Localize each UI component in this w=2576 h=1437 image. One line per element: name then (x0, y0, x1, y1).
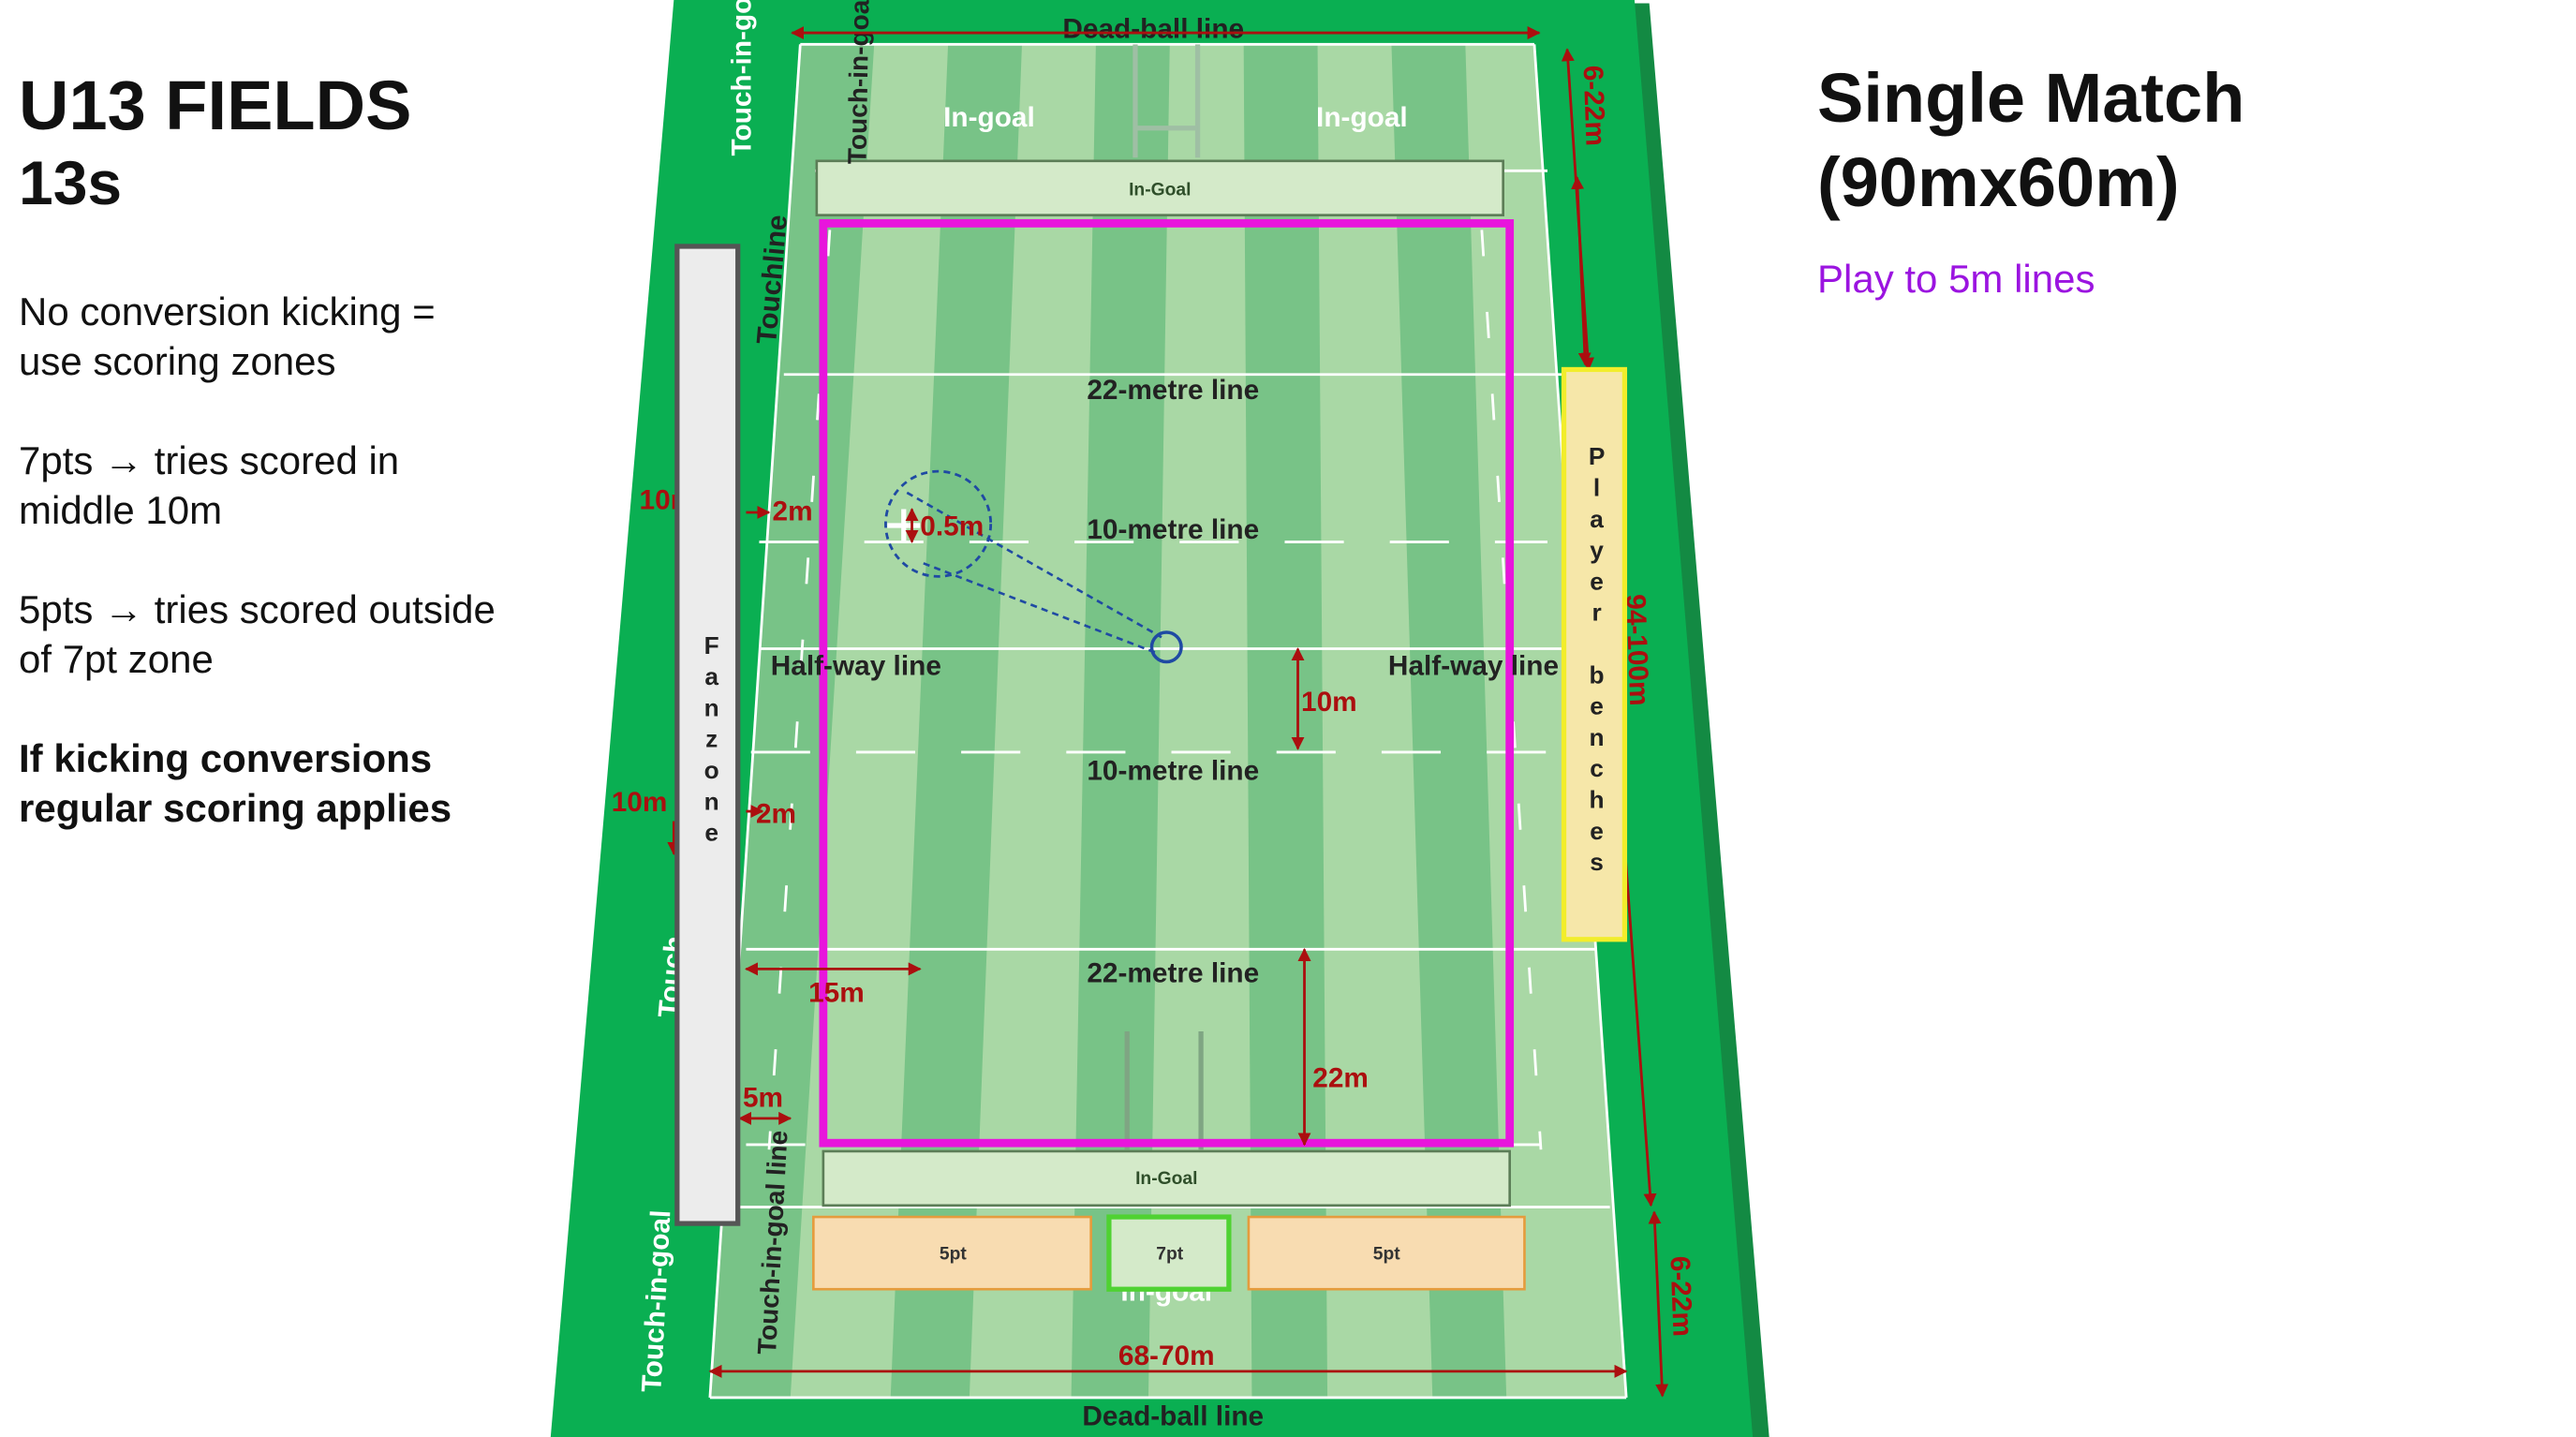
match-info: Single Match (90mx60m) Play to 5m lines (1817, 56, 2548, 302)
label-10-metre-line-bottom: 10-metre line (1087, 756, 1259, 787)
bench-letter: h (1590, 786, 1605, 814)
dim-2m-top: 2m (773, 496, 813, 527)
page-subtitle: 13s (19, 148, 123, 217)
scoring-zone-5pt-left (812, 1215, 1092, 1291)
note-line: of 7pt zone (19, 637, 214, 681)
dim-5m: 5m (743, 1083, 783, 1114)
fanzone-letter: a (704, 662, 718, 690)
player-benches (1561, 366, 1628, 942)
label-in-goal-left: In-goal (943, 102, 1035, 133)
scoring-zone-7pt (1106, 1214, 1232, 1292)
bench-letter: b (1590, 660, 1605, 689)
in-goal-box-label: In-Goal (1129, 181, 1191, 200)
dim-2m-bottom: 2m (756, 798, 796, 829)
in-goal-box-bottom (822, 1149, 1511, 1207)
page-title: U13 FIELDS (19, 67, 412, 144)
in-goal-box-label: In-Goal (1135, 1169, 1197, 1189)
fanzone (674, 244, 741, 1226)
dim-68-70m: 68-70m (1118, 1341, 1215, 1371)
bench-letter: a (1590, 505, 1604, 533)
scoring-zone-5pt-left-label: 5pt (940, 1245, 967, 1265)
dim-6-22m-top: 6-22m (1577, 65, 1611, 146)
label-22-metre-line-bottom: 22-metre line (1087, 957, 1259, 988)
bench-letter: e (1590, 692, 1604, 720)
bold-note-line: If kicking conversions (19, 736, 433, 780)
match-size: (90mx60m) (1817, 143, 2180, 221)
label-in-goal-right: In-goal (1316, 102, 1408, 133)
fanzone-letter: e (704, 819, 718, 847)
bench-letter: P (1589, 442, 1606, 470)
bench-letter: l (1593, 473, 1600, 501)
label-dead-ball-line-top: Dead-ball line (1062, 13, 1244, 44)
dim-15m: 15m (808, 977, 865, 1008)
bench-letter: n (1590, 723, 1605, 751)
grass-shadow (1629, 3, 1769, 1437)
kicking-tee-detail (884, 469, 1183, 664)
label-touch-in-goal-top: Touch-in-goal (727, 0, 758, 156)
fanzone-letter: n (704, 693, 719, 721)
note-line: use scoring zones (19, 339, 336, 383)
dim-0-5m: 0.5m (920, 511, 984, 542)
bench-letter: e (1590, 567, 1604, 595)
note-line: No conversion kicking = (19, 289, 436, 333)
goal-posts-top (1133, 44, 1201, 158)
dim-22m: 22m (1312, 1063, 1369, 1094)
label-half-way-line-right: Half-way line (1388, 651, 1559, 682)
dim-10m-centre: 10m (1301, 687, 1357, 718)
note-line: middle 10m (19, 488, 223, 532)
scoring-zone-5pt-right-label: 5pt (1373, 1245, 1400, 1265)
label-22-metre-line-top: 22-metre line (1087, 375, 1259, 406)
dim-10m-left-bottom: 10m (612, 787, 668, 818)
bench-letter: r (1591, 599, 1601, 627)
play-note: Play to 5m lines (1817, 257, 2095, 301)
match-title: Single Match (1817, 59, 2245, 137)
scoring-zone-5pt-right (1247, 1215, 1526, 1291)
fanzone-letter: o (704, 756, 719, 784)
label-touch-in-goal-line-top: Touch-in-goal line (842, 0, 875, 164)
fanzone-letter: F (704, 631, 719, 659)
play-area (819, 219, 1515, 1148)
bench-letter: e (1590, 817, 1604, 845)
label-half-way-line-left: Half-way line (771, 651, 941, 682)
bench-letter: s (1590, 848, 1604, 876)
bench-letter: y (1590, 536, 1604, 564)
bold-note-line: regular scoring applies (19, 786, 452, 830)
in-goal-box-top (815, 159, 1504, 216)
label-dead-ball-line-bottom: Dead-ball line (1082, 1401, 1264, 1432)
pitch-stripes (709, 44, 1507, 1398)
fanzone-letter: n (704, 787, 719, 815)
notes-panel: U13 FIELDS 13s No conversion kicking = u… (19, 66, 600, 833)
bench-letter: c (1590, 754, 1604, 782)
dim-6-22m-bottom: 6-22m (1664, 1255, 1697, 1337)
goal-posts-bottom (1124, 1030, 1204, 1150)
note-line: 5pts → tries scored outside (19, 587, 496, 631)
label-10-metre-line-top: 10-metre line (1087, 514, 1259, 545)
note-line: 7pts → tries scored in (19, 438, 400, 482)
fanzone-letter: z (705, 725, 718, 753)
scoring-zone-7pt-label: 7pt (1156, 1245, 1183, 1265)
